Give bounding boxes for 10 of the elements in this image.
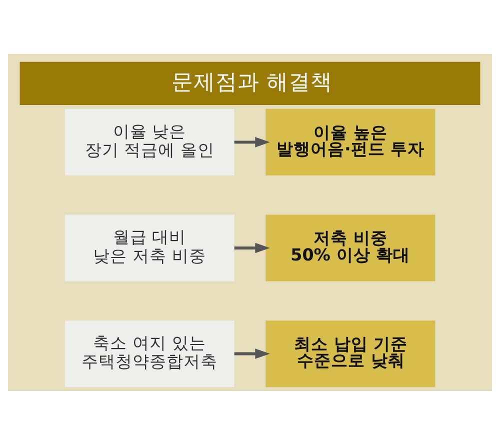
node-box: 최소 납입 기준 수준으로 낮춰 xyxy=(266,320,436,388)
node-box: 축소 여지 있는 주택청약종합저축 xyxy=(64,320,234,388)
node-box: 이율 높은 발행어음·펀드 투자 xyxy=(266,108,436,176)
node-box: 저축 비중 50% 이상 확대 xyxy=(266,214,436,282)
node-box: 이율 낮은 장기 적금에 올인 xyxy=(64,108,234,176)
diagram-title: 문제점과 해결책 xyxy=(172,70,332,95)
arrow xyxy=(234,242,270,254)
arrow xyxy=(234,137,270,148)
node-box: 월급 대비 낮은 저축 비중 xyxy=(64,214,234,282)
arrow xyxy=(234,348,270,359)
